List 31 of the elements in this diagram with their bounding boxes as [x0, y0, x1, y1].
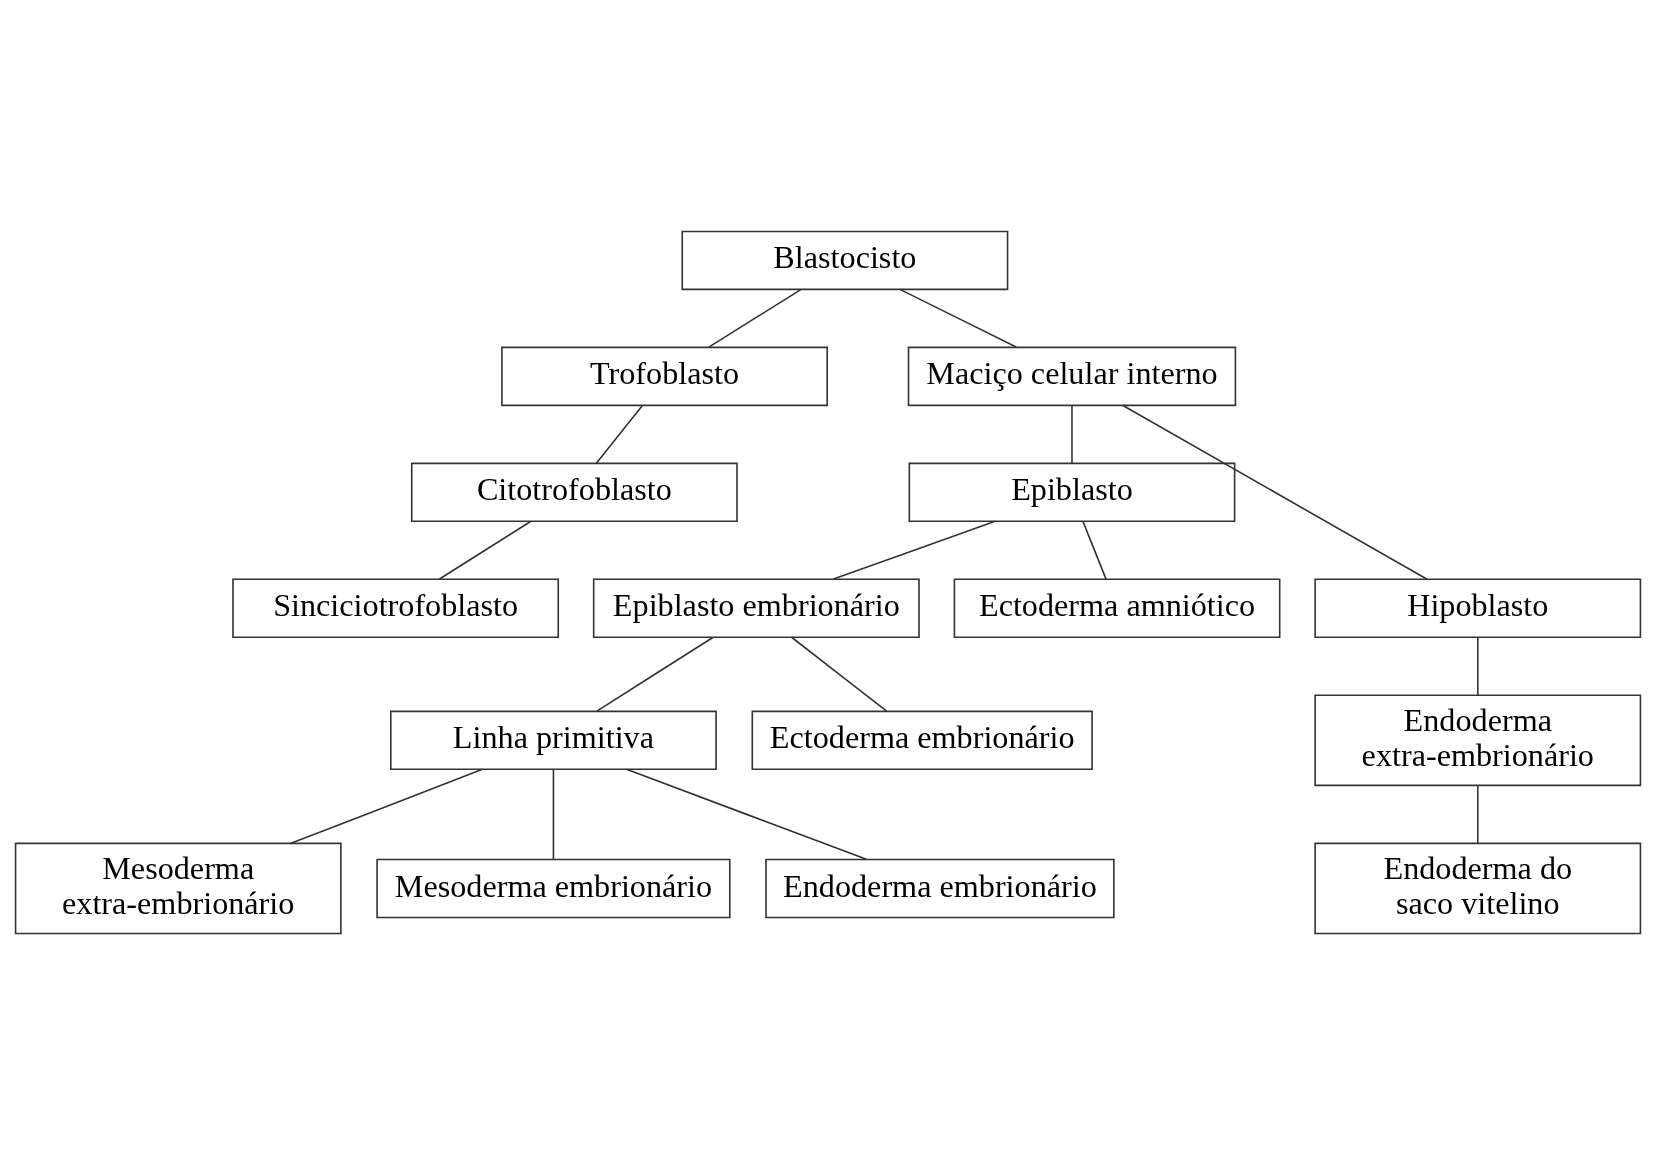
node-box: Sinciciotrofoblasto	[232, 578, 560, 639]
connector	[438, 520, 532, 580]
connector	[595, 405, 644, 464]
connector	[1122, 404, 1428, 580]
node-box: Epiblasto embrionário	[592, 578, 920, 639]
connector	[290, 768, 484, 845]
node-box: Hipoblasto	[1314, 578, 1642, 639]
connector	[1071, 405, 1073, 464]
node-box: Maciço celular interno	[907, 346, 1237, 407]
node-box: Ectoderma amniótico	[953, 578, 1281, 639]
connector	[1476, 784, 1479, 844]
node-box: Endoderma embrionário	[765, 858, 1115, 919]
connector	[1082, 521, 1107, 580]
node-box: Mesoderma embrionário	[376, 858, 731, 919]
connector	[791, 636, 888, 712]
connector	[899, 288, 1017, 348]
node-box: Mesoderma extra-embrionário	[14, 842, 342, 935]
connector	[832, 520, 996, 580]
node-box: Blastocisto	[681, 230, 1009, 291]
node-box: Endoderma do saco vitelino	[1314, 842, 1642, 935]
node-box: Epiblasto	[908, 462, 1236, 523]
node-box: Citotrofoblasto	[410, 462, 738, 523]
node-box: Endoderma extra-embrionário	[1314, 694, 1642, 787]
connector	[1476, 637, 1479, 696]
connector	[596, 636, 714, 712]
connector	[625, 768, 868, 861]
node-box: Ectoderma embrionário	[751, 710, 1093, 771]
node-box: Trofoblasto	[501, 346, 828, 407]
connector	[552, 769, 555, 860]
node-box: Linha primitiva	[390, 710, 717, 771]
connector	[708, 288, 802, 348]
